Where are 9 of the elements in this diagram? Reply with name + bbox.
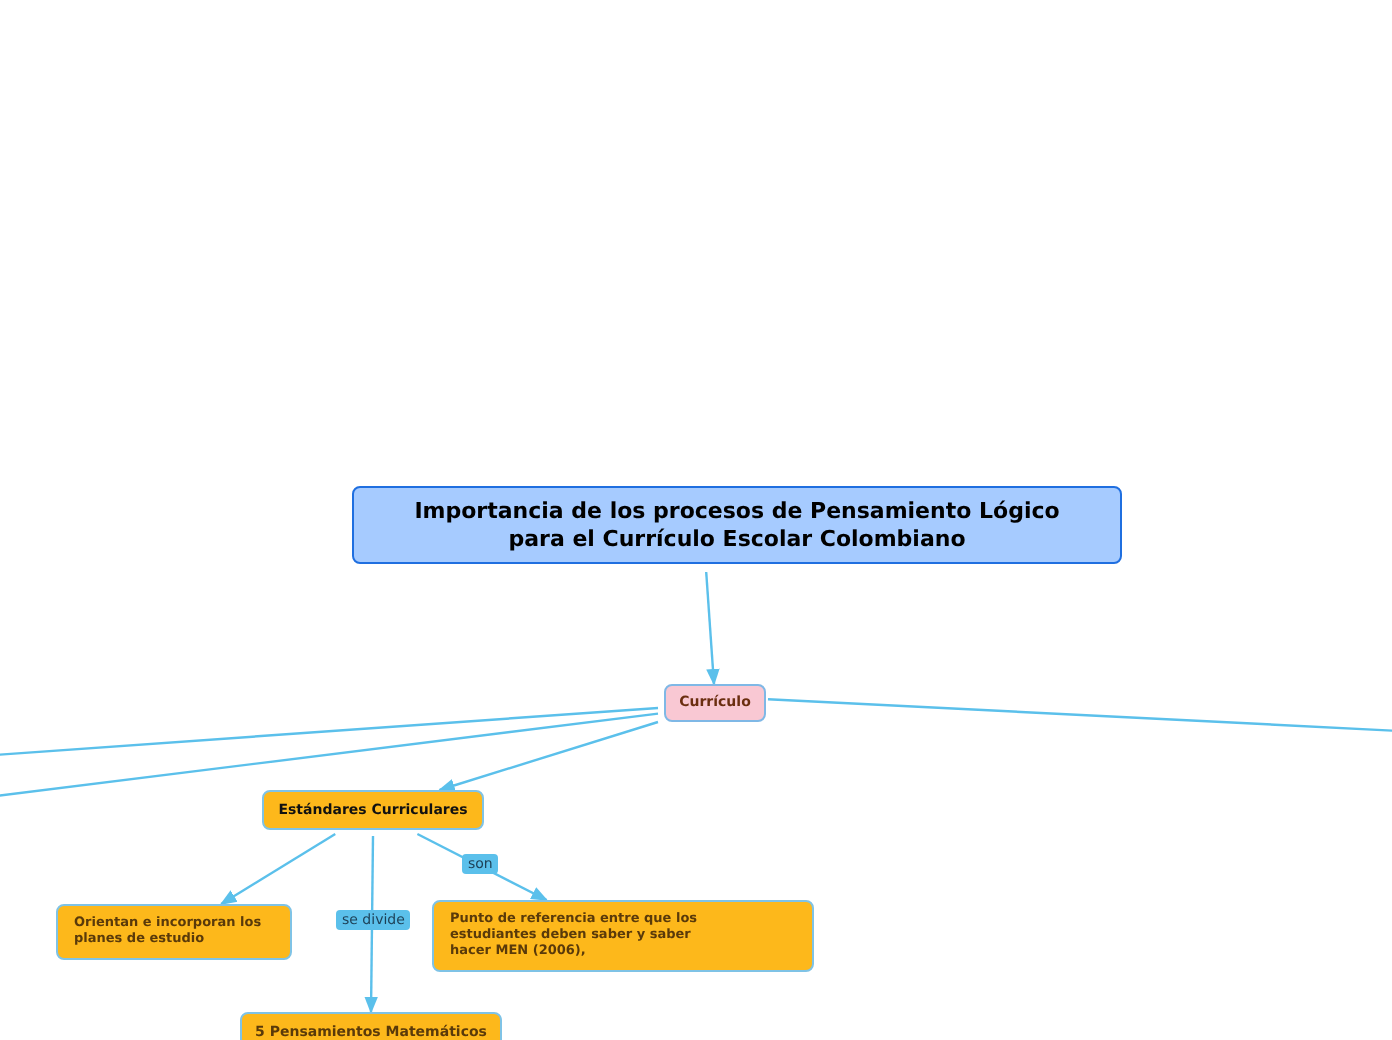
- connector-line: [0, 706, 659, 758]
- connector-line: [0, 712, 659, 800]
- arrow: [416, 832, 549, 902]
- title-box: Importancia de los procesos de Pensamiento Lógico para el Currículo Escolar Colombiano: [352, 486, 1122, 564]
- arrow: [438, 720, 659, 792]
- arrow: [364, 836, 378, 1014]
- arrow: [705, 571, 720, 686]
- arrow: [219, 832, 336, 906]
- connector-line: [767, 698, 1392, 734]
